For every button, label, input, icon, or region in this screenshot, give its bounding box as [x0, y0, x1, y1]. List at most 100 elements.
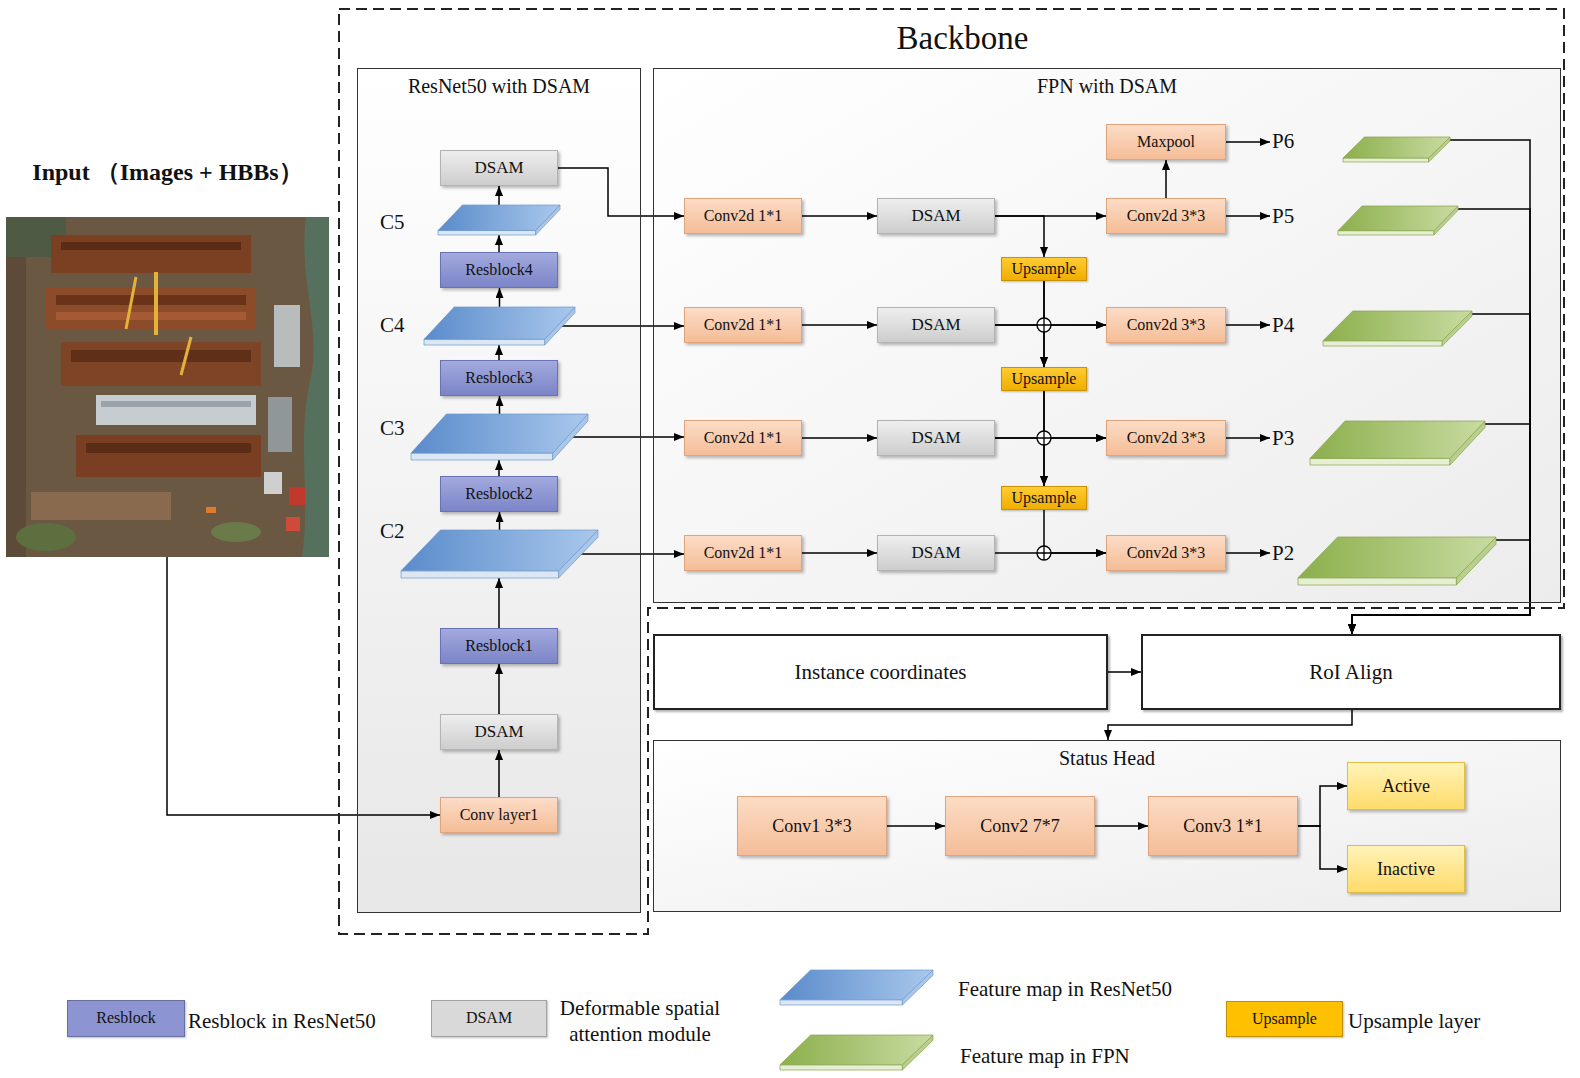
map-label: P2	[1272, 541, 1294, 565]
box-label: RoI Align	[1309, 660, 1392, 684]
arrow-connector	[578, 553, 684, 555]
box-label: Conv2d 3*3	[1127, 429, 1206, 447]
map-face	[1343, 158, 1429, 162]
shipyard-picture-part	[101, 401, 251, 407]
conv-layer-box: Conv2d 3*3	[1106, 307, 1226, 343]
feature-map-shape	[438, 205, 560, 235]
feature-map-shape	[401, 530, 598, 578]
map-face	[1323, 311, 1472, 341]
arrow-connector	[499, 512, 501, 530]
box-label: DSAM	[911, 543, 960, 563]
map-face	[1323, 341, 1442, 346]
map-face	[411, 414, 588, 453]
shipyard-picture-part	[302, 217, 329, 557]
shipyard-picture-part	[16, 523, 76, 551]
map-label: C4	[380, 313, 405, 337]
box-label: Conv2d 3*3	[1127, 544, 1206, 562]
box-label: Resblock4	[465, 261, 533, 279]
process-box: Instance coordinates	[653, 634, 1108, 710]
arrow-connector	[1095, 825, 1148, 827]
swatch-label: Resblock	[96, 1009, 156, 1027]
box-label: Conv layer1	[460, 806, 539, 824]
shipyard-picture-part	[31, 492, 171, 520]
feature-map-shape	[424, 307, 575, 345]
shipyard-picture-part	[286, 517, 300, 531]
feature-map-shape	[411, 414, 588, 460]
box-label: DSAM	[474, 722, 523, 742]
box-label: Conv2d 3*3	[1127, 207, 1206, 225]
box-label: Conv2d 1*1	[704, 544, 783, 562]
upsample-box: Upsample	[1001, 486, 1087, 510]
arrow-connector	[995, 216, 1044, 257]
map-face	[401, 571, 559, 578]
shipyard-picture-part	[96, 395, 256, 425]
attention-module-box: DSAM	[877, 307, 995, 343]
shipyard-picture-part	[289, 487, 305, 505]
resblock-box: Resblock2	[440, 476, 558, 512]
conv-layer-box: Conv2d 3*3	[1106, 420, 1226, 456]
status-output-box: Inactive	[1347, 845, 1465, 893]
box-label: Conv2d 3*3	[1127, 316, 1206, 334]
feature-map: C3	[411, 414, 588, 460]
arrow-connector	[498, 345, 500, 360]
module-panel: ResNet50 with DSAMDSAMC5Resblock4C4Resbl…	[357, 68, 641, 913]
sum-symbol-part	[1037, 546, 1051, 560]
map-face	[411, 453, 553, 460]
box-label: Conv1 3*3	[772, 816, 852, 837]
map-face	[1338, 206, 1458, 231]
box-label: Conv2 7*7	[980, 816, 1060, 837]
map-label: C5	[380, 210, 405, 234]
upsample-box: Upsample	[1001, 367, 1087, 391]
map-face	[1298, 578, 1456, 585]
arrow-connector	[1298, 786, 1347, 826]
conv-layer-box: Conv2d 1*1	[684, 420, 802, 456]
map-face	[780, 1000, 902, 1005]
legend-text: Upsample layer	[1348, 1008, 1548, 1034]
resblock-box: Resblock1	[440, 628, 558, 664]
shipyard-picture	[6, 217, 329, 557]
arrow-connector	[887, 825, 945, 827]
input-image: Input （Images + HBBs）	[6, 217, 329, 557]
conv-layer-box: Conv2d 3*3	[1106, 198, 1226, 234]
box-label: Upsample	[1012, 260, 1077, 278]
box-label: Active	[1382, 776, 1430, 797]
shipyard-picture-part	[6, 257, 26, 557]
arrow-connector	[1165, 160, 1167, 198]
conv-layer-box: Conv2 7*7	[945, 796, 1095, 856]
sum-symbol	[1037, 431, 1051, 445]
map-label: P6	[1272, 129, 1294, 153]
map-label: P3	[1272, 426, 1294, 450]
map-face	[1343, 137, 1450, 158]
feature-map: P5	[1270, 198, 1458, 238]
arrow-connector	[802, 215, 877, 217]
box-label: Resblock1	[465, 637, 533, 655]
map-face	[424, 339, 545, 345]
conv-layer-box: Conv layer1	[440, 797, 558, 833]
arrow-connector	[1226, 215, 1270, 217]
attention-module-box: DSAM	[877, 420, 995, 456]
box-label: DSAM	[911, 315, 960, 335]
map-face	[780, 1065, 902, 1070]
map-label: P4	[1272, 313, 1294, 337]
map-face	[1298, 537, 1496, 578]
attention-module-box: DSAM	[440, 150, 558, 186]
box-label: DSAM	[474, 158, 523, 178]
shipyard-picture-part	[126, 277, 136, 329]
arrow-connector	[1352, 314, 1530, 634]
conv-layer-box: Conv2d 1*1	[684, 307, 802, 343]
arrow-connector	[1226, 552, 1270, 554]
legend-text-holder: Feature map in FPN	[960, 1043, 1220, 1069]
feature-map: C2	[401, 530, 598, 578]
arrow-connector	[499, 396, 501, 414]
legend-text: Resblock in ResNet50	[188, 1008, 418, 1034]
feature-map: P4	[1270, 307, 1472, 347]
map-face	[780, 1035, 933, 1065]
shipyard-picture-part	[56, 295, 246, 305]
swatch-label: DSAM	[466, 1009, 512, 1027]
shipyard-picture-part	[264, 472, 282, 494]
map-face	[1310, 458, 1450, 465]
legend-text-holder: Resblock in ResNet50	[188, 1008, 418, 1034]
shipyard-picture-part	[274, 305, 300, 367]
region-title: Backbone	[338, 8, 1565, 55]
sum-symbol	[1037, 546, 1051, 560]
